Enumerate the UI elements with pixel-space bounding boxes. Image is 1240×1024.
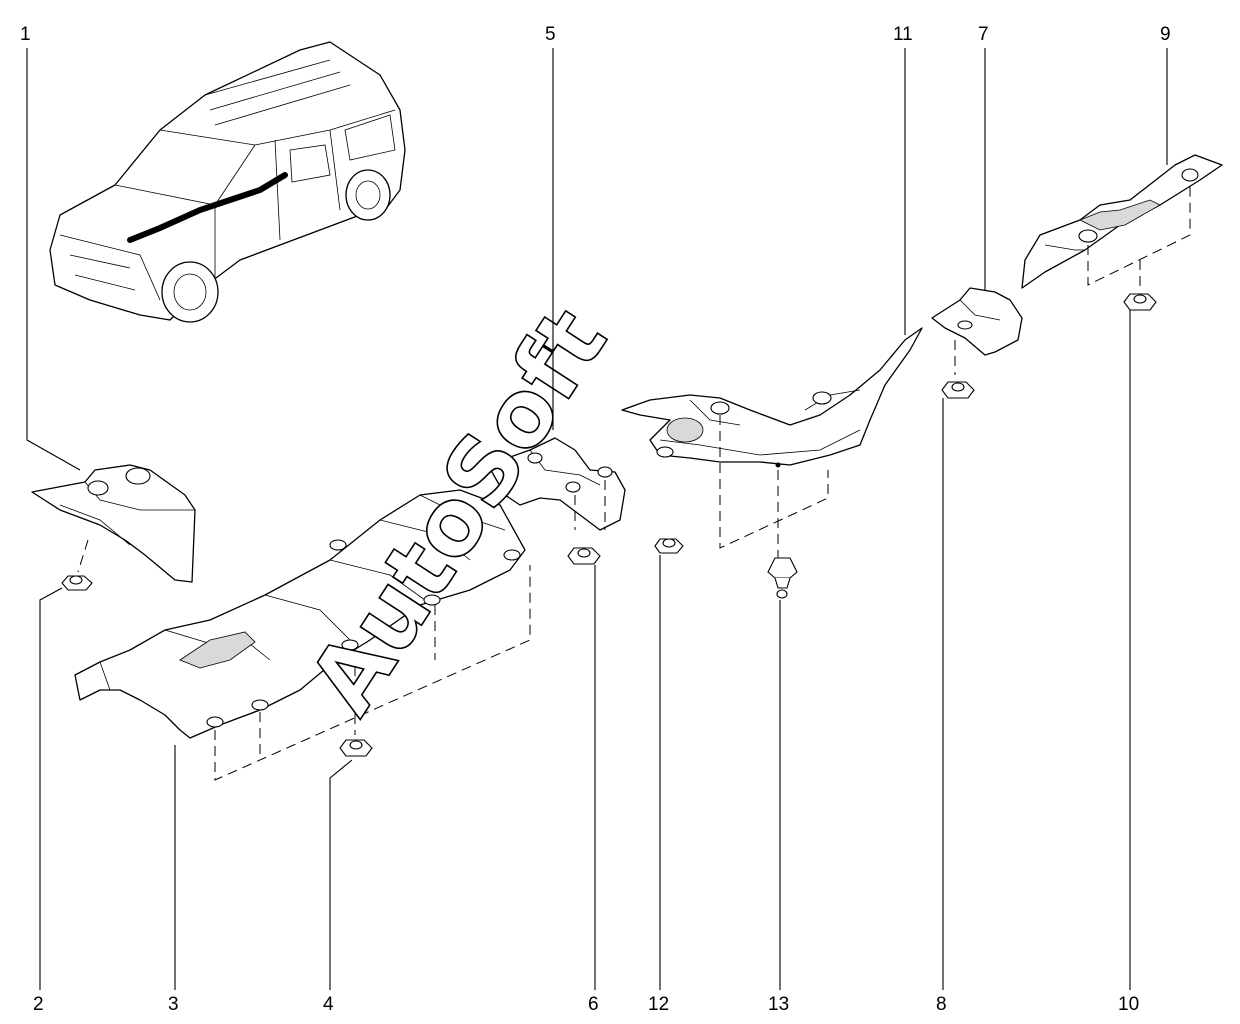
- vehicle-illustration: [49, 41, 406, 323]
- heat-shield-part-9: [1021, 154, 1223, 290]
- nut-part-12: [654, 538, 684, 554]
- nut-part-8: [941, 381, 975, 399]
- callout-13: 13: [768, 994, 789, 1015]
- callout-3: 3: [168, 994, 179, 1015]
- heat-shield-part-1: [31, 464, 196, 583]
- callout-8: 8: [936, 994, 947, 1015]
- callout-9: 9: [1160, 24, 1171, 45]
- nut-part-10: [1123, 293, 1157, 311]
- heat-shield-part-5: [487, 437, 626, 531]
- callout-labels: 1 2 3 4 5 6 7 8 9 10 11 12 13: [20, 24, 1171, 1015]
- leader-lines: [26, 48, 1168, 990]
- heat-shield-part-11: [621, 327, 923, 560]
- callout-10: 10: [1118, 994, 1139, 1015]
- nut-part-2: [61, 575, 93, 591]
- clip-part-13: [767, 557, 798, 599]
- callout-2: 2: [33, 994, 44, 1015]
- callout-12: 12: [648, 994, 669, 1015]
- callout-11: 11: [893, 24, 913, 45]
- heat-shield-part-7: [931, 287, 1023, 375]
- callout-4: 4: [323, 994, 334, 1015]
- callout-6: 6: [588, 994, 599, 1015]
- nut-part-4: [339, 739, 373, 757]
- callout-1: 1: [20, 24, 31, 45]
- heat-shield-part-3: [74, 489, 531, 781]
- callout-7: 7: [978, 24, 989, 45]
- callout-5: 5: [545, 24, 556, 45]
- nut-part-6: [567, 547, 601, 565]
